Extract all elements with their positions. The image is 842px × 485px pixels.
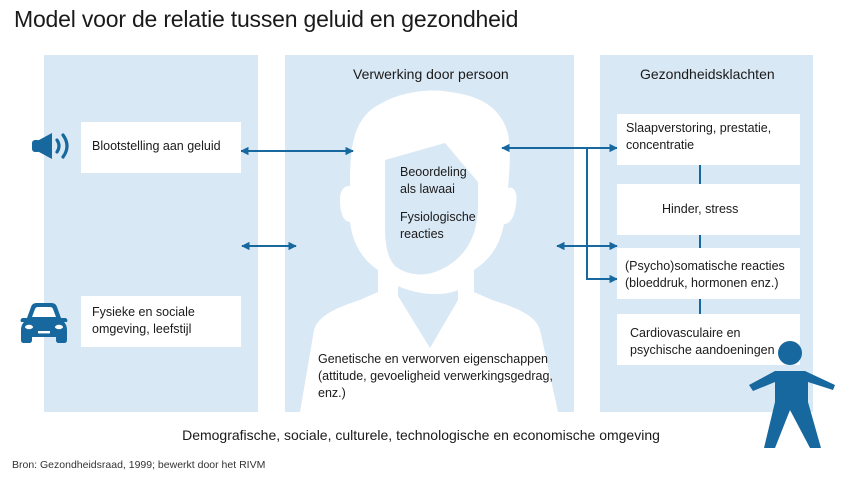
- health-box-psychosomatic-line2: (bloeddruk, hormonen enz.): [625, 276, 779, 290]
- left-panel: [44, 55, 258, 412]
- health-box-sleep: Slaapverstoring, prestatie, concentratie: [617, 114, 800, 165]
- environment-lifestyle-line2: omgeving, leefstijl: [92, 322, 192, 336]
- speaker-icon: [32, 133, 69, 159]
- diagram-title: Model voor de relatie tussen geluid en g…: [14, 6, 519, 32]
- traits-text-line3: enz.): [318, 386, 346, 400]
- face-text-line3: Fysiologische: [400, 210, 476, 224]
- health-box-sleep-line1: Slaapverstoring, prestatie,: [626, 121, 772, 135]
- health-box-annoyance: Hinder, stress: [617, 184, 800, 235]
- exposure-noise-label: Blootstelling aan geluid: [92, 139, 221, 153]
- environment-lifestyle-line1: Fysieke en sociale: [92, 305, 195, 319]
- environment-lifestyle-box: Fysieke en sociale omgeving, leefstijl: [81, 296, 241, 347]
- exposure-noise-box: Blootstelling aan geluid: [81, 122, 241, 173]
- health-box-cardiovascular: Cardiovasculaire en psychische aandoenin…: [617, 314, 800, 365]
- health-box-cardiovascular-line1: Cardiovasculaire en: [630, 326, 741, 340]
- person-silhouette-icon: [300, 90, 558, 412]
- right-panel-heading: Gezondheidsklachten: [640, 66, 775, 82]
- health-box-sleep-line2: concentratie: [626, 138, 695, 152]
- traits-text-line1: Genetische en verworven eigenschappen: [318, 352, 549, 366]
- car-icon: [20, 303, 68, 343]
- context-footer-label: Demografische, sociale, culturele, techn…: [182, 427, 660, 443]
- health-box-annoyance-line1: Hinder, stress: [662, 202, 739, 216]
- face-text-line4: reacties: [400, 227, 444, 241]
- standing-person-icon: [749, 341, 835, 448]
- source-note: Bron: Gezondheidsraad, 1999; bewerkt doo…: [12, 459, 266, 471]
- face-text-line1: Beoordeling: [400, 165, 467, 179]
- health-box-cardiovascular-line2: psychische aandoeningen: [630, 343, 775, 357]
- center-panel-heading: Verwerking door persoon: [353, 66, 509, 82]
- face-text-line2: als lawaai: [400, 182, 455, 196]
- health-box-psychosomatic: (Psycho)somatische reacties (bloeddruk, …: [617, 248, 800, 299]
- traits-text-line2: (attitude, gevoeligheid verwerkingsgedra…: [318, 369, 553, 383]
- health-box-psychosomatic-line1: (Psycho)somatische reacties: [625, 259, 785, 273]
